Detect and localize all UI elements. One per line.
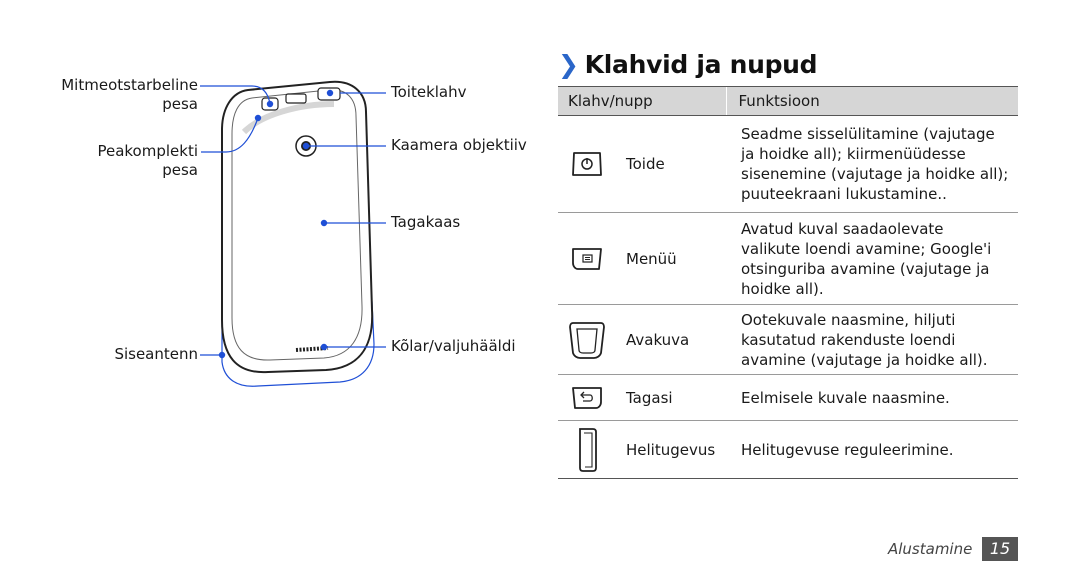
label-camera-lens: Kaamera objektiiv [391,136,527,154]
phone-back-illustration [200,80,386,387]
key-name: Toide [626,155,665,173]
label-multipurpose-jack: Mitmeotstarbeline pesa [40,76,198,114]
table-row: Toide Seadme sisselülitamine (vajutage j… [558,115,1018,213]
function-cell: Eelmisele kuvale naasmine. [726,374,1018,421]
speaker-grille [295,346,329,352]
phone-body [221,80,374,374]
key-name: Tagasi [626,388,673,407]
table-header-row: Klahv/nupp Funktsioon [558,86,1018,116]
function-cell: Ootekuvale naasmine, hiljuti kasutatud r… [726,304,1018,375]
function-line: Ootekuvale naasmine, hiljuti [741,310,956,329]
key-cell: Helitugevus [558,420,726,479]
label-headset-jack-line1: Peakomplekti [97,142,198,160]
function-cell: Avatud kuval saadaolevate valikute loend… [726,212,1018,305]
back-cover-shading [241,101,335,135]
back-key-icon [568,379,606,417]
function-line: puuteekraani lukustamine.. [741,185,947,203]
function-line: valikute loendi avamine; Google'i [741,239,992,258]
key-cell: Tagasi [558,374,726,421]
callout-multipurpose-jack [200,85,271,105]
header-function: Funktsioon [725,86,1018,116]
function-line: kasutatud rakenduste loendi [741,330,956,349]
header-key: Klahv/nupp [558,86,726,116]
function-line: Helitugevuse reguleerimine. [741,440,954,459]
label-back-cover: Tagakaas [391,213,461,231]
key-name: Avakuva [626,330,690,349]
footer-section-name: Alustamine [888,540,973,558]
function-line: ja hoidke all); kiirmenüüdesse [741,145,966,163]
label-multipurpose-jack-line1: Mitmeotstarbeline [61,76,198,94]
function-cell: Seadme sisselülitamine (vajutage ja hoid… [726,115,1018,213]
function-line: Eelmisele kuvale naasmine. [741,388,950,407]
section-title: ❯Klahvid ja nupud [558,50,818,79]
callout-headset-jack [201,117,259,153]
table-row: Avakuva Ootekuvale naasmine, hiljuti kas… [558,304,1018,375]
label-headset-jack: Peakomplekti pesa [40,142,198,180]
keys-table: Klahv/nupp Funktsioon Toide Seadme sisse… [558,86,1018,479]
function-line: sisenemine (vajutage ja hoidke all); [741,165,1009,183]
phone-inner-edge [231,89,363,361]
key-cell: Menüü [558,212,726,305]
table-row: Helitugevus Helitugevuse reguleerimine. [558,420,1018,479]
label-headset-jack-line2: pesa [162,161,198,179]
function-line: hoidke all). [741,279,824,298]
label-multipurpose-jack-line2: pesa [162,95,198,113]
key-name: Menüü [626,249,677,268]
key-name: Helitugevus [626,440,716,459]
top-slot [285,93,307,104]
chevron-icon: ❯ [558,50,579,79]
function-line: Avatud kuval saadaolevate [741,219,944,238]
menu-key-icon [568,240,606,278]
home-key-icon [568,321,606,359]
label-internal-antenna: Siseantenn [114,345,198,363]
function-line: avamine (vajutage ja hoidke all). [741,350,988,369]
page-number: 15 [982,537,1018,561]
section-title-text: Klahvid ja nupud [584,50,818,79]
function-line: Seadme sisselülitamine (vajutage [741,125,995,143]
table-row: Tagasi Eelmisele kuvale naasmine. [558,374,1018,421]
table-row: Menüü Avatud kuval saadaolevate valikute… [558,212,1018,305]
function-cell: Helitugevuse reguleerimine. [726,420,1018,479]
label-power-key: Toiteklahv [391,83,467,101]
power-key-icon [568,145,606,183]
key-cell: Avakuva [558,304,726,375]
volume-key-icon [568,427,606,472]
label-speaker: Kõlar/valjuhääldi [391,337,516,355]
function-line: otsinguriba avamine (vajutage ja [741,259,990,278]
key-cell: Toide [558,115,726,213]
